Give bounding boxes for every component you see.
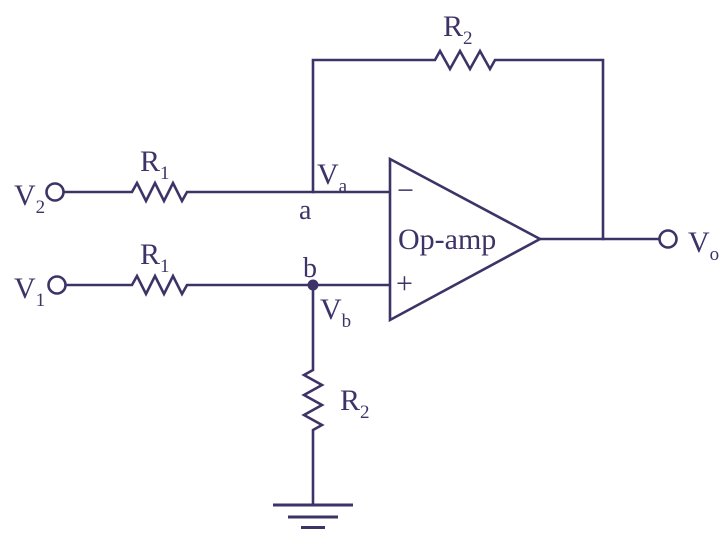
wire-feedback-loop-with-r2-resistor <box>311 48 605 241</box>
node-b-junction-dot <box>307 279 319 291</box>
node-b-label: b <box>303 253 317 284</box>
noninverting-input-sign: + <box>396 267 413 300</box>
terminal-v1 <box>47 275 67 295</box>
opamp-triangle <box>388 156 543 323</box>
node-a-label: a <box>299 195 312 226</box>
v1-label: V1 <box>14 272 45 311</box>
r2-feedback-label: R2 <box>443 10 473 49</box>
opamp-label: Op-amp <box>398 223 496 256</box>
wire-node-b-to-ground-with-r2-resistor <box>301 283 325 507</box>
wire-v2-to-inverting-input-with-r1-resistor <box>62 180 392 204</box>
va-label: Va <box>317 158 348 197</box>
r2-ground-label: R2 <box>340 384 370 423</box>
r1-bottom-label: R1 <box>140 238 170 277</box>
ground-symbol <box>273 503 353 529</box>
wire-v1-to-noninverting-input-with-r1-resistor <box>64 273 392 297</box>
terminal-v2 <box>45 182 65 202</box>
inverting-input-sign: − <box>397 174 414 207</box>
v2-label: V2 <box>14 179 45 218</box>
vo-label: Vo <box>688 226 719 265</box>
r1-top-label: R1 <box>140 145 170 184</box>
terminal-vo <box>658 229 678 249</box>
vb-label: Vb <box>320 293 351 332</box>
